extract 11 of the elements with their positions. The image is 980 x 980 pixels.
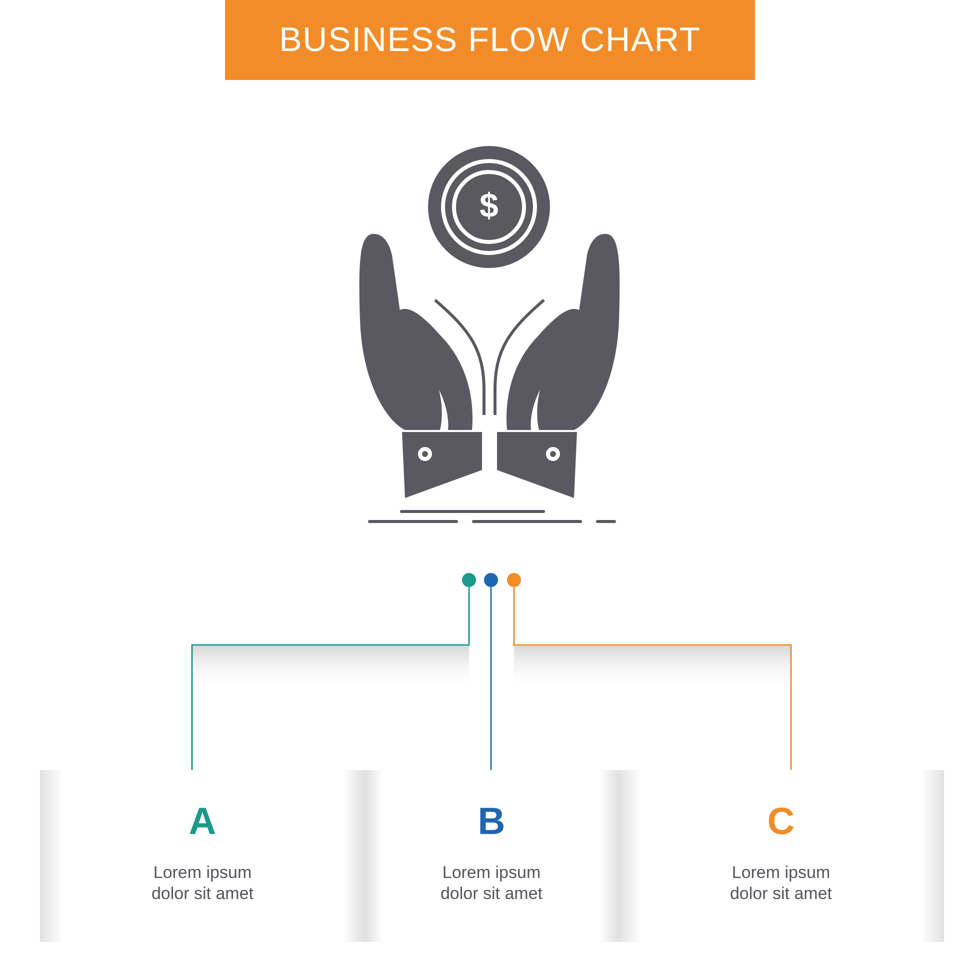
step-letter: A — [188, 800, 216, 844]
step-letter: C — [767, 800, 795, 844]
connector-line — [191, 587, 470, 770]
dollar-sign: $ — [478, 186, 500, 226]
step-description: Lorem ipsum dolor sit amet — [439, 862, 544, 904]
step-description: Lorem ipsum dolor sit amet — [728, 862, 834, 904]
connector-line — [513, 587, 792, 770]
step-description: Lorem ipsum dolor sit amet — [150, 862, 255, 904]
connector-line — [490, 587, 492, 770]
title-banner: BUSINESS FLOW CHART — [225, 0, 755, 80]
step-letter: B — [478, 800, 506, 844]
